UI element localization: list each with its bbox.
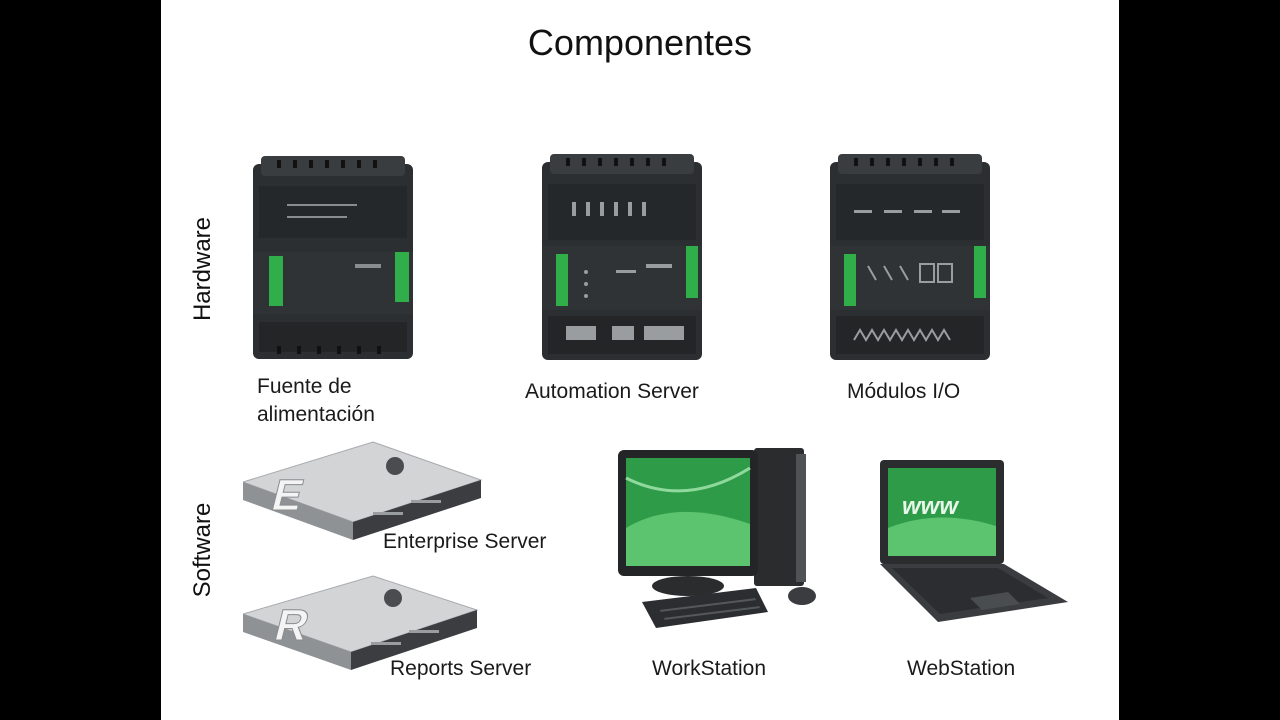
caption-power-supply-line1: Fuente de xyxy=(257,375,352,398)
workstation-computer-icon xyxy=(616,438,826,638)
caption-power-supply-line2: alimentación xyxy=(257,403,375,426)
caption-automation-server: Automation Server xyxy=(525,380,699,403)
automation-server-module-icon xyxy=(536,154,708,364)
caption-webstation: WebStation xyxy=(907,657,1016,680)
caption-enterprise-server: Enterprise Server xyxy=(383,530,547,553)
slide: Componentes Hardware Software xyxy=(161,0,1119,720)
hardware-section-label: Hardware xyxy=(189,216,216,322)
laptop-screen-text: www xyxy=(902,493,959,520)
slide-title: Componentes xyxy=(527,22,753,63)
reports-server-rack-icon: R xyxy=(243,574,483,678)
caption-io-modules: Módulos I/O xyxy=(847,380,961,403)
caption-reports-server: Reports Server xyxy=(390,657,532,680)
io-module-icon xyxy=(824,154,996,364)
software-section-label: Software xyxy=(189,502,216,598)
webstation-laptop-icon: www xyxy=(878,458,1074,626)
caption-workstation: WorkStation xyxy=(652,657,766,680)
enterprise-server-rack-icon: E xyxy=(243,440,483,548)
power-supply-module-icon xyxy=(247,156,419,362)
